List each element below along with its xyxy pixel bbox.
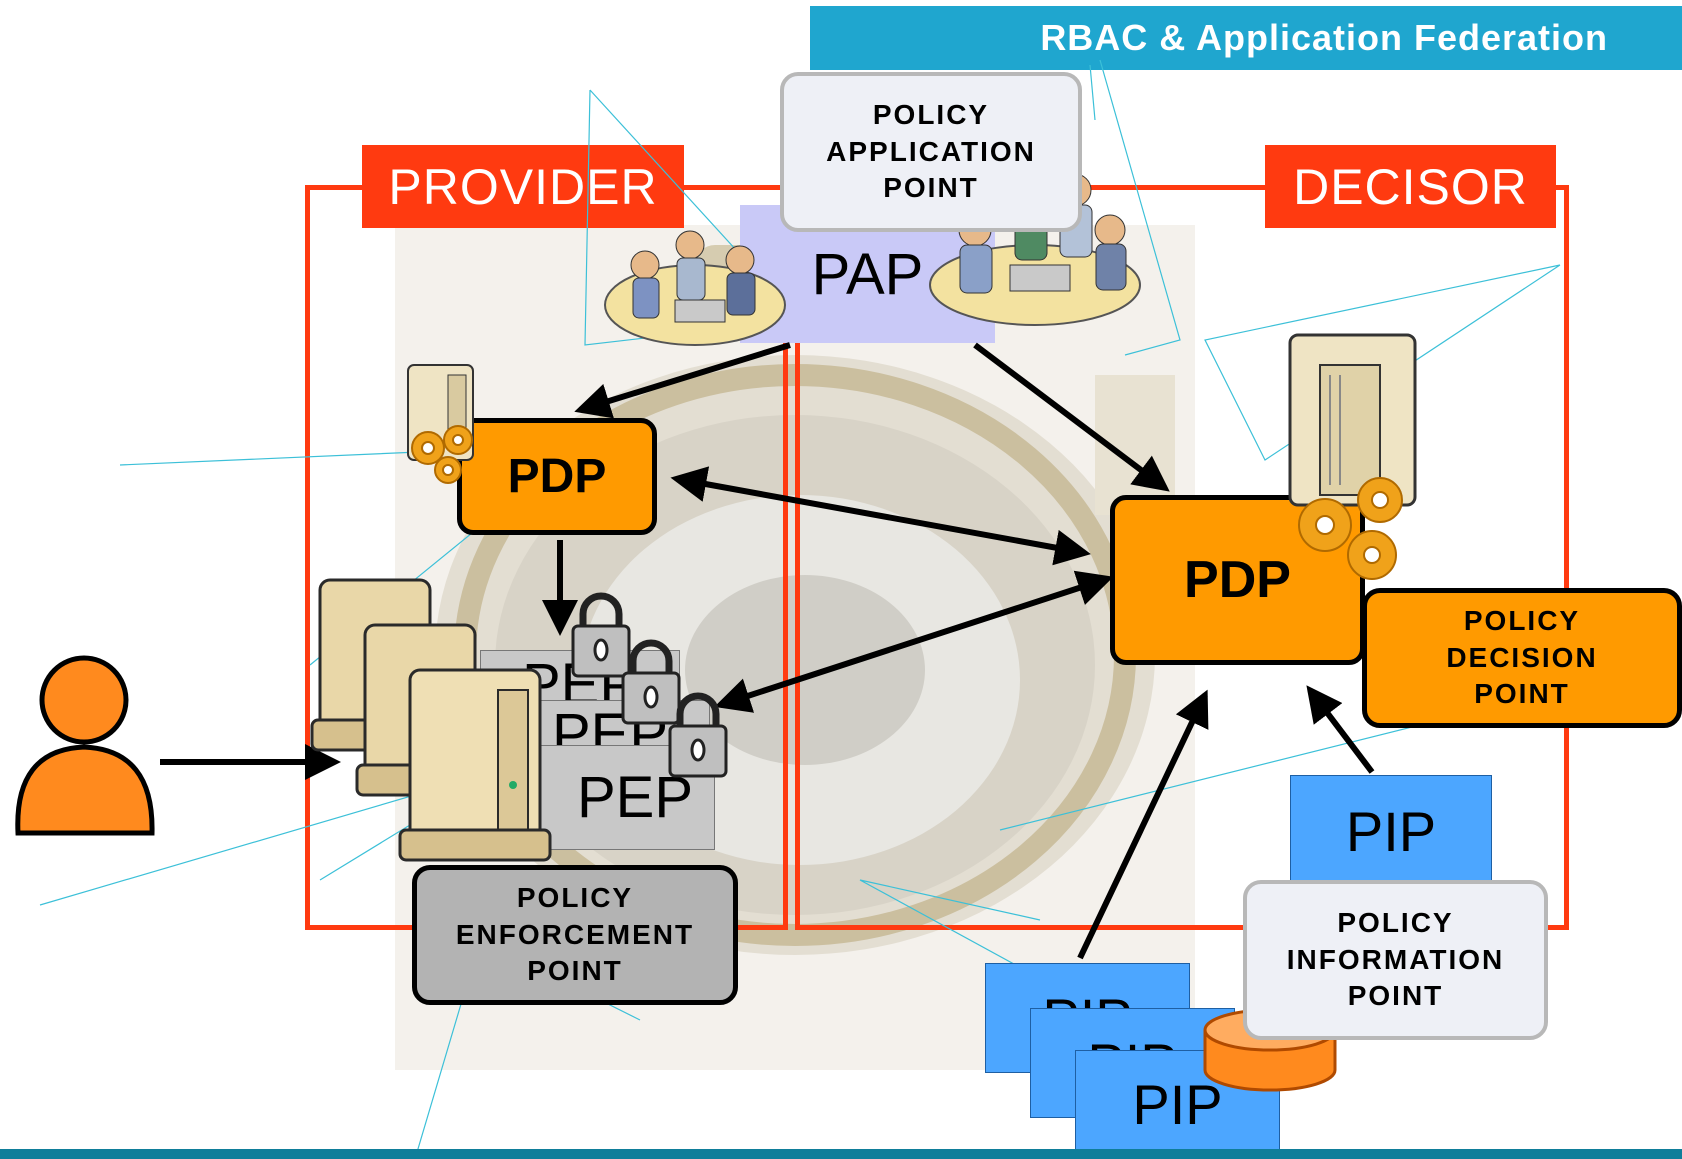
server-icon xyxy=(1288,333,1417,507)
arrow-pip-main-to-pdp xyxy=(1306,685,1375,774)
user-icon xyxy=(15,655,155,836)
pip-stack-label-3: PIP xyxy=(1132,1073,1223,1136)
pap-callout-line-3: POINT xyxy=(883,172,979,204)
arrow-pap-to-pdp-decisor xyxy=(973,342,1170,492)
pip-main-label: PIP xyxy=(1345,799,1437,863)
provider-label: PROVIDER xyxy=(362,145,684,228)
pap-callout-line-2: APPLICATION xyxy=(826,135,1036,167)
pdp-decisor-label: PDP xyxy=(1184,551,1291,609)
pep-callout-line-3: POINT xyxy=(527,955,623,987)
pdp-callout-line-1: POLICY xyxy=(1463,605,1581,637)
pip-callout-line-2: INFORMATION xyxy=(1286,943,1505,975)
arrow-pip-stack-to-pdp xyxy=(1077,689,1209,960)
padlock-icon xyxy=(571,592,728,778)
arrow-pdp-provider-pdp-decisor xyxy=(670,466,1091,566)
pep-callout: POLICY ENFORCEMENT POINT xyxy=(412,865,738,1005)
pep-callout-line-2: ENFORCEMENT xyxy=(455,918,695,950)
decisor-label: DECISOR xyxy=(1265,145,1556,228)
pip-callout: POLICY INFORMATION POINT xyxy=(1243,880,1548,1040)
pdp-provider-box[interactable]: PDP xyxy=(457,418,657,535)
pdp-callout: POLICY DECISION POINT xyxy=(1362,588,1682,728)
pap-callout-line-1: POLICY xyxy=(872,99,990,131)
team-meeting-icon xyxy=(604,230,786,346)
pip-box-main[interactable]: PIP xyxy=(1290,775,1492,887)
pip-callout-line-1: POLICY xyxy=(1337,907,1454,939)
pap-callout: POLICY APPLICATION POINT xyxy=(780,72,1082,232)
arrow-pap-to-pdp-provider xyxy=(574,342,791,419)
footer-bar xyxy=(0,1149,1682,1159)
gear-icon xyxy=(411,425,473,484)
header-title: RBAC & Application Federation xyxy=(810,6,1682,70)
server-icon xyxy=(310,578,552,862)
gear-icon xyxy=(1298,477,1403,580)
arrow-pdp-decisor-pep xyxy=(714,570,1114,713)
pep-callout-line-1: POLICY xyxy=(516,882,634,914)
pap-label: PAP xyxy=(811,241,924,307)
pip-callout-line-3: POINT xyxy=(1347,980,1444,1012)
pdp-provider-label: PDP xyxy=(507,450,607,503)
pdp-callout-line-2: DECISION xyxy=(1446,641,1598,673)
pdp-callout-line-3: POINT xyxy=(1474,678,1570,710)
